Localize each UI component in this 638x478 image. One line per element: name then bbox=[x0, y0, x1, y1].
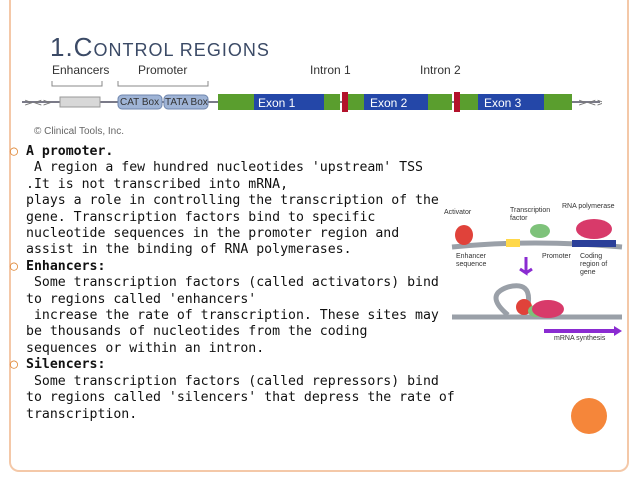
enhancer-box bbox=[59, 96, 101, 108]
illus-rnapol: RNA polymerase bbox=[562, 203, 615, 210]
exon3-main bbox=[478, 94, 544, 110]
illus-mrna: mRNA synthesis bbox=[554, 335, 606, 342]
exon1-right bbox=[324, 94, 340, 110]
item-line: Some transcription factors (called activ… bbox=[26, 275, 439, 291]
tata-box-shape bbox=[163, 94, 209, 110]
enhancer-seq-mark bbox=[506, 239, 520, 247]
item-line: nucleotide sequences in the promoter reg… bbox=[26, 226, 400, 242]
item-heading: A promoter. bbox=[26, 144, 114, 159]
gene-strip: ><> ><> bbox=[22, 81, 602, 112]
item-line: sequences or within an intron. bbox=[26, 340, 265, 356]
slide-frame bbox=[9, 0, 629, 472]
label-intron2: Intron 2 bbox=[420, 63, 461, 77]
rnapol-shape bbox=[576, 219, 612, 239]
title-rest: ONTROL REGIONS bbox=[93, 40, 270, 60]
transcription-illustration: Activator Transcription factor RNA polym… bbox=[444, 195, 624, 345]
exon2-label: Exon 2 bbox=[370, 96, 408, 110]
illus-activator: Activator bbox=[444, 209, 472, 216]
exon1-main bbox=[254, 94, 324, 110]
cat-box-label: CAT Box bbox=[120, 97, 160, 108]
down-arrow bbox=[519, 257, 533, 276]
title-first: 1.C bbox=[50, 32, 94, 62]
item-line: increase the rate of transcription. Thes… bbox=[26, 308, 439, 324]
item-heading: Silencers: bbox=[26, 357, 106, 373]
rnapol-bound bbox=[532, 300, 564, 318]
exon3-label: Exon 3 bbox=[484, 96, 522, 110]
exon2-main bbox=[364, 94, 428, 110]
item-line: to regions called 'enhancers' bbox=[26, 291, 257, 307]
illus-coding: Coding region of gene bbox=[580, 253, 608, 276]
item-line: Some transcription factors (called repre… bbox=[26, 373, 439, 389]
body-text: ◯ A promoter. A region a few hundred nuc… bbox=[10, 144, 455, 423]
item-line: .It is not transcribed into mRNA, bbox=[26, 176, 289, 192]
exon1-label: Exon 1 bbox=[258, 96, 296, 110]
cat-box-shape bbox=[117, 94, 163, 110]
illus-promoter: Promoter bbox=[542, 253, 571, 260]
label-enhancers: Enhancers bbox=[52, 63, 110, 77]
exon3-right bbox=[544, 94, 572, 110]
exon3-left bbox=[460, 94, 478, 110]
mrna-arrow-head bbox=[614, 326, 622, 336]
item-silencers: ◯ Silencers: Some transcription factors … bbox=[10, 357, 455, 423]
slide-title: 1.CONTROL REGIONS bbox=[50, 32, 270, 63]
label-promoter: Promoter bbox=[138, 63, 188, 77]
intron-marker-2 bbox=[454, 92, 460, 112]
item-line: to regions called 'silencers' that depre… bbox=[26, 390, 455, 406]
bracket-promoter bbox=[117, 81, 209, 87]
item-line: be thousands of nucleotides from the cod… bbox=[26, 324, 368, 340]
bullet-icon: ◯ bbox=[10, 357, 18, 373]
bullet-icon: ◯ bbox=[10, 258, 18, 274]
label-intron1: Intron 1 bbox=[310, 63, 351, 77]
item-line: transcription. bbox=[26, 406, 138, 422]
bracket-enhancers bbox=[51, 81, 103, 87]
illustration-svg bbox=[451, 219, 623, 336]
dna-left-end: ><> bbox=[24, 96, 52, 109]
dna-loop bbox=[493, 283, 532, 317]
item-line: A region a few hundred nucleotides 'upst… bbox=[26, 160, 423, 176]
exon1-left bbox=[218, 94, 254, 110]
item-line: plays a role in controlling the transcri… bbox=[26, 193, 439, 209]
item-line: gene. Transcription factors bind to spec… bbox=[26, 209, 376, 225]
tf-shape bbox=[530, 224, 550, 238]
exon2-left bbox=[348, 94, 364, 110]
decorative-circle bbox=[571, 398, 607, 434]
activator-shape bbox=[455, 225, 473, 245]
illus-tf: Transcription factor bbox=[510, 207, 551, 222]
gene-diagram: Enhancers Promoter Intron 1 Intron 2 ><>… bbox=[22, 60, 602, 146]
item-promoter: ◯ A promoter. A region a few hundred nuc… bbox=[10, 144, 450, 259]
bullet-icon: ◯ bbox=[10, 144, 18, 159]
item-line: assist in the binding of RNA polymerases… bbox=[26, 242, 352, 258]
item-heading: Enhancers: bbox=[26, 258, 106, 274]
coding-region-mark bbox=[572, 240, 616, 247]
item-enhancers: ◯ Enhancers: Some transcription factors … bbox=[10, 259, 450, 357]
intron-marker-1 bbox=[342, 92, 348, 112]
exon2-right bbox=[428, 94, 452, 110]
illus-enhancer-seq: Enhancer sequence bbox=[456, 253, 487, 268]
tata-box-label: TATA Box bbox=[165, 97, 208, 108]
dna-right-end: ><> bbox=[578, 96, 602, 109]
copyright-text: © Clinical Tools, Inc. bbox=[34, 126, 124, 137]
